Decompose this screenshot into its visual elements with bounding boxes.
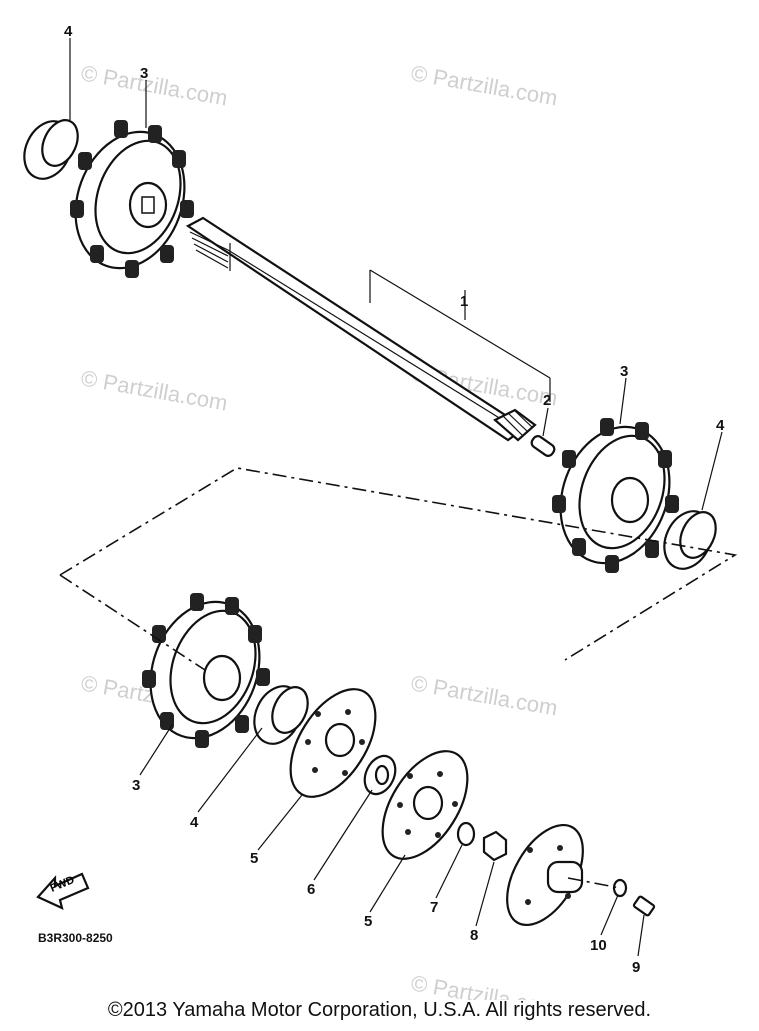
callout-9: 9 [632,959,640,976]
watermark: © Partzilla.com [79,365,229,415]
bearing-mid-right [663,510,717,570]
callout-5: 5 [250,850,258,867]
exploded-view-drawing: © Partzilla.com © Partzilla.com © Partzi… [23,23,738,1000]
callout-3: 3 [620,363,628,380]
callout-3: 3 [132,777,140,794]
watermark: © Partzilla.com [409,970,559,1000]
pin-part [530,435,556,457]
nut [482,830,508,862]
bolt [632,895,656,917]
callout-7: 7 [430,899,438,916]
callout-10: 10 [590,937,607,954]
bracket-part-1 [369,269,551,402]
callout-numbers: 4 3 1 2 3 4 3 4 5 6 5 7 8 10 9 [64,23,725,976]
assembly-line [59,467,738,889]
hub [506,823,584,927]
plate-upper [289,688,377,798]
bearing-top-left [23,119,79,180]
callout-3: 3 [140,65,148,82]
sprocket-top-left [70,120,194,278]
watermark: © Partzilla.com [79,60,229,110]
watermark: © Partzilla.com [409,60,559,110]
diagram-code: B3R300-8250 [38,931,113,945]
drive-shaft [185,216,537,442]
leader-lines [69,38,723,957]
callout-4: 4 [190,814,199,831]
bearing-lower [253,685,309,745]
callout-6: 6 [307,881,315,898]
plate-lower [381,750,469,860]
callout-2: 2 [543,392,551,409]
callout-4: 4 [64,23,73,40]
watermark: © Partzilla.com [409,670,559,720]
callout-1: 1 [460,293,468,310]
sprocket-mid-right [552,418,679,573]
small-bearing [363,754,397,796]
fwd-arrow: FWD [36,872,90,910]
callout-4: 4 [716,417,725,434]
washer [456,821,476,847]
copyright-text: ©2013 Yamaha Motor Corporation, U.S.A. A… [107,999,652,1021]
callout-8: 8 [470,927,478,944]
small-washer [612,878,628,898]
callout-5: 5 [364,913,372,930]
